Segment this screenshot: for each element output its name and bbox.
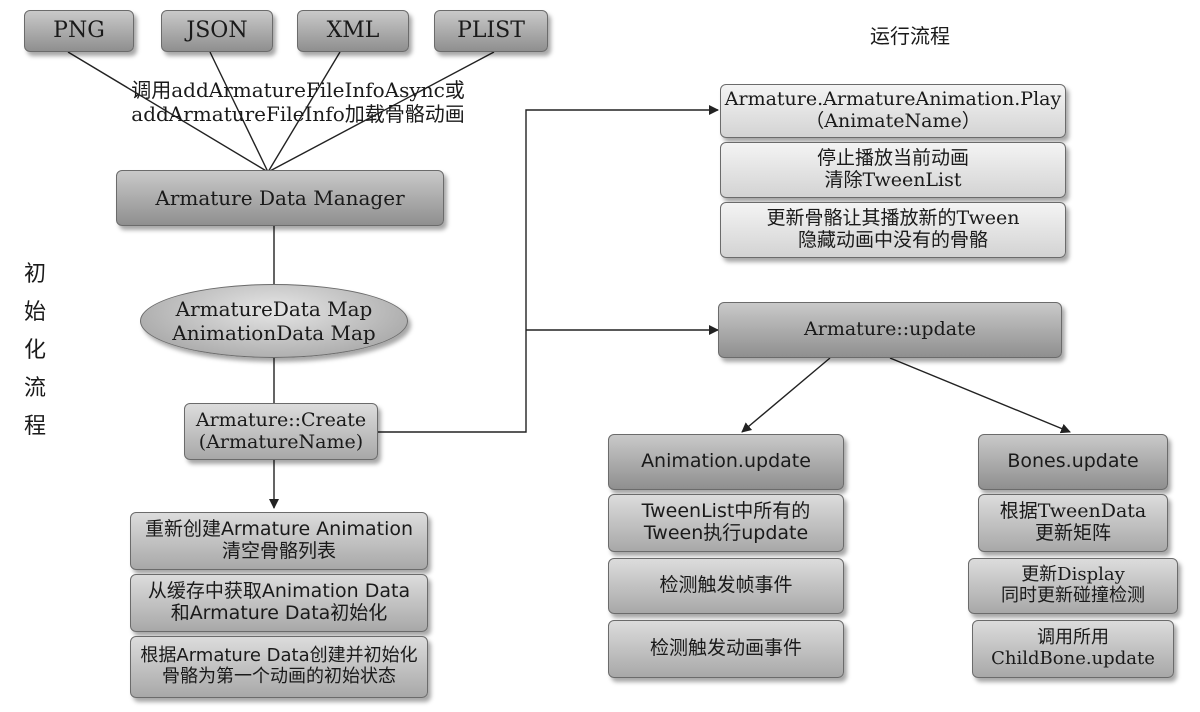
bones-step-2-line-2: 同时更新碰撞检测 — [1001, 585, 1145, 606]
play-step-2-line-1: 停止播放当前动画 — [816, 147, 969, 170]
bones-step-1-line-1: 根据TweenData — [999, 500, 1147, 523]
bones-step-3: 调用所用 ChildBone.update — [972, 620, 1174, 678]
create-line-2: (ArmatureName) — [198, 430, 364, 453]
play-step-1: Armature.ArmatureAnimation.Play （Animate… — [720, 84, 1066, 138]
init-title-char: 流 — [23, 376, 46, 401]
data-map-line-1: ArmatureData Map — [175, 297, 373, 321]
play-step-3-line-1: 更新骨骼让其播放新的Tween — [766, 207, 1020, 230]
line-json — [209, 51, 269, 173]
format-plist: PLIST — [434, 10, 548, 52]
play-step-2: 停止播放当前动画 清除TweenList — [720, 142, 1066, 198]
init-flow-title: 初 始 化 流 程 — [20, 256, 50, 446]
init-step-3-line-2: 骨骼为第一个动画的初始状态 — [162, 666, 396, 687]
animation-step-2: 检测触发帧事件 — [608, 558, 844, 614]
init-step-1-line-1: 重新创建Armature Animation — [144, 518, 414, 541]
init-step-2: 从缓存中获取Animation Data 和Armature Data初始化 — [130, 574, 428, 632]
runtime-title: 运行流程 — [870, 24, 950, 48]
play-step-1-line-2: （AnimateName） — [805, 110, 981, 132]
bones-step-3-line-2: ChildBone.update — [991, 648, 1155, 669]
load-note: 调用addArmatureFileInfoAsync或 addArmatureF… — [118, 78, 478, 126]
data-map-ellipse: ArmatureData Map AnimationData Map — [140, 284, 408, 358]
bones-step-2: 更新Display 同时更新碰撞检测 — [968, 558, 1178, 614]
bones-update: Bones.update — [978, 434, 1168, 490]
init-title-char: 化 — [23, 338, 46, 363]
armature-create: Armature::Create (ArmatureName) — [184, 403, 378, 460]
play-step-3: 更新骨骼让其播放新的Tween 隐藏动画中没有的骨骼 — [720, 202, 1066, 258]
line-create-runtime — [378, 105, 719, 433]
animation-step-1-line-2: Tween执行update — [643, 522, 809, 544]
bones-step-1-line-2: 更新矩阵 — [1034, 522, 1111, 544]
init-title-char: 程 — [23, 414, 46, 439]
animation-step-3: 检测触发动画事件 — [608, 620, 844, 678]
init-step-2-line-2: 和Armature Data初始化 — [170, 602, 388, 624]
init-step-1-line-2: 清空骨骼列表 — [221, 540, 336, 562]
init-title-char: 初 — [23, 262, 46, 287]
init-title-char: 始 — [23, 300, 46, 325]
line-update-animation — [741, 357, 831, 433]
init-step-1: 重新创建Armature Animation 清空骨骼列表 — [130, 512, 428, 570]
bones-step-3-line-1: 调用所用 — [1037, 627, 1109, 649]
animation-update: Animation.update — [608, 434, 844, 490]
bones-step-2-line-1: 更新Display — [1021, 564, 1125, 586]
data-map-line-2: AnimationData Map — [172, 321, 376, 345]
animation-step-2-line-1: 检测触发帧事件 — [659, 574, 793, 597]
armature-data-manager: Armature Data Manager — [116, 170, 444, 226]
animation-step-1: TweenList中所有的 Tween执行update — [608, 494, 844, 552]
animation-step-1-line-1: TweenList中所有的 — [641, 500, 811, 523]
load-note-line-2: addArmatureFileInfo加载骨骼动画 — [131, 102, 465, 126]
play-step-1-line-1: Armature.ArmatureAnimation.Play — [724, 88, 1062, 111]
format-png: PNG — [24, 10, 134, 52]
play-step-2-line-2: 清除TweenList — [824, 169, 962, 191]
init-step-3-line-1: 根据Armature Data创建并初始化 — [140, 645, 418, 667]
line-xml — [267, 51, 341, 173]
play-step-3-line-2: 隐藏动画中没有的骨骼 — [797, 229, 988, 251]
line-update-bones — [889, 357, 1071, 434]
bones-step-1: 根据TweenData 更新矩阵 — [978, 494, 1168, 552]
create-line-1: Armature::Create — [195, 408, 367, 431]
format-json: JSON — [161, 10, 273, 52]
init-step-3: 根据Armature Data创建并初始化 骨骼为第一个动画的初始状态 — [130, 636, 428, 698]
armature-update: Armature::update — [718, 302, 1062, 358]
animation-step-3-line-1: 检测触发动画事件 — [649, 637, 802, 660]
load-note-line-1: 调用addArmatureFileInfoAsync或 — [131, 78, 465, 102]
line-plist — [267, 51, 495, 173]
line-png — [67, 51, 269, 173]
format-xml: XML — [297, 10, 409, 52]
init-step-2-line-1: 从缓存中获取Animation Data — [147, 580, 411, 603]
